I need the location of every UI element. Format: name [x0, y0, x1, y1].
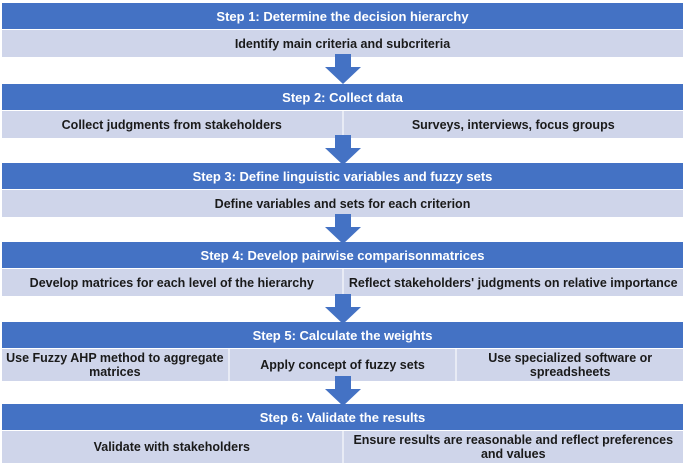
step-5-title: Step 5: Calculate the weights: [2, 322, 683, 349]
down-arrow-icon: [325, 214, 361, 244]
step-3: Step 3: Define linguistic variables and …: [2, 163, 683, 217]
step-4-details: Develop matrices for each level of the h…: [2, 269, 683, 296]
step-2: Step 2: Collect data Collect judgments f…: [2, 84, 683, 138]
step-1: Step 1: Determine the decision hierarchy…: [2, 3, 683, 57]
down-arrow-icon: [325, 376, 361, 406]
down-arrow-icon: [325, 294, 361, 324]
step-4-detail-2: Reflect stakeholders' judgments on relat…: [341, 269, 684, 296]
step-6-title: Step 6: Validate the results: [2, 404, 683, 431]
step-5-detail-3: Use specialized software or spreadsheets: [455, 349, 683, 381]
step-2-detail-2: Surveys, interviews, focus groups: [341, 111, 684, 138]
step-1-details: Identify main criteria and subcriteria: [2, 30, 683, 57]
step-2-title: Step 2: Collect data: [2, 84, 683, 111]
step-4-detail-1: Develop matrices for each level of the h…: [29, 275, 314, 290]
step-5-details: Use Fuzzy AHP method to aggregate matric…: [2, 349, 683, 381]
step-6-detail-1: Validate with stakeholders: [93, 440, 250, 454]
step-5-detail-1: Use Fuzzy AHP method to aggregate matric…: [6, 351, 224, 379]
step-2-detail-1: Collect judgments from stakeholders: [61, 117, 282, 132]
step-6-detail-2: Ensure results are reasonable and reflec…: [341, 431, 684, 463]
step-1-title: Step 1: Determine the decision hierarchy: [2, 3, 683, 30]
down-arrow-icon: [325, 135, 361, 165]
step-2-details: Collect judgments from stakeholders Surv…: [2, 111, 683, 138]
step-4-title: Step 4: Develop pairwise comparisonmatri…: [2, 242, 683, 269]
step-5: Step 5: Calculate the weights Use Fuzzy …: [2, 322, 683, 381]
step-6: Step 6: Validate the results Validate wi…: [2, 404, 683, 463]
step-3-details: Define variables and sets for each crite…: [2, 190, 683, 217]
step-3-title: Step 3: Define linguistic variables and …: [2, 163, 683, 190]
step-1-detail-1: Identify main criteria and subcriteria: [234, 36, 451, 51]
down-arrow-icon: [325, 54, 361, 84]
step-3-detail-1: Define variables and sets for each crite…: [214, 196, 471, 211]
step-6-details: Validate with stakeholders Ensure result…: [2, 431, 683, 463]
step-4: Step 4: Develop pairwise comparisonmatri…: [2, 242, 683, 296]
step-5-detail-2: Apply concept of fuzzy sets: [227, 349, 456, 381]
